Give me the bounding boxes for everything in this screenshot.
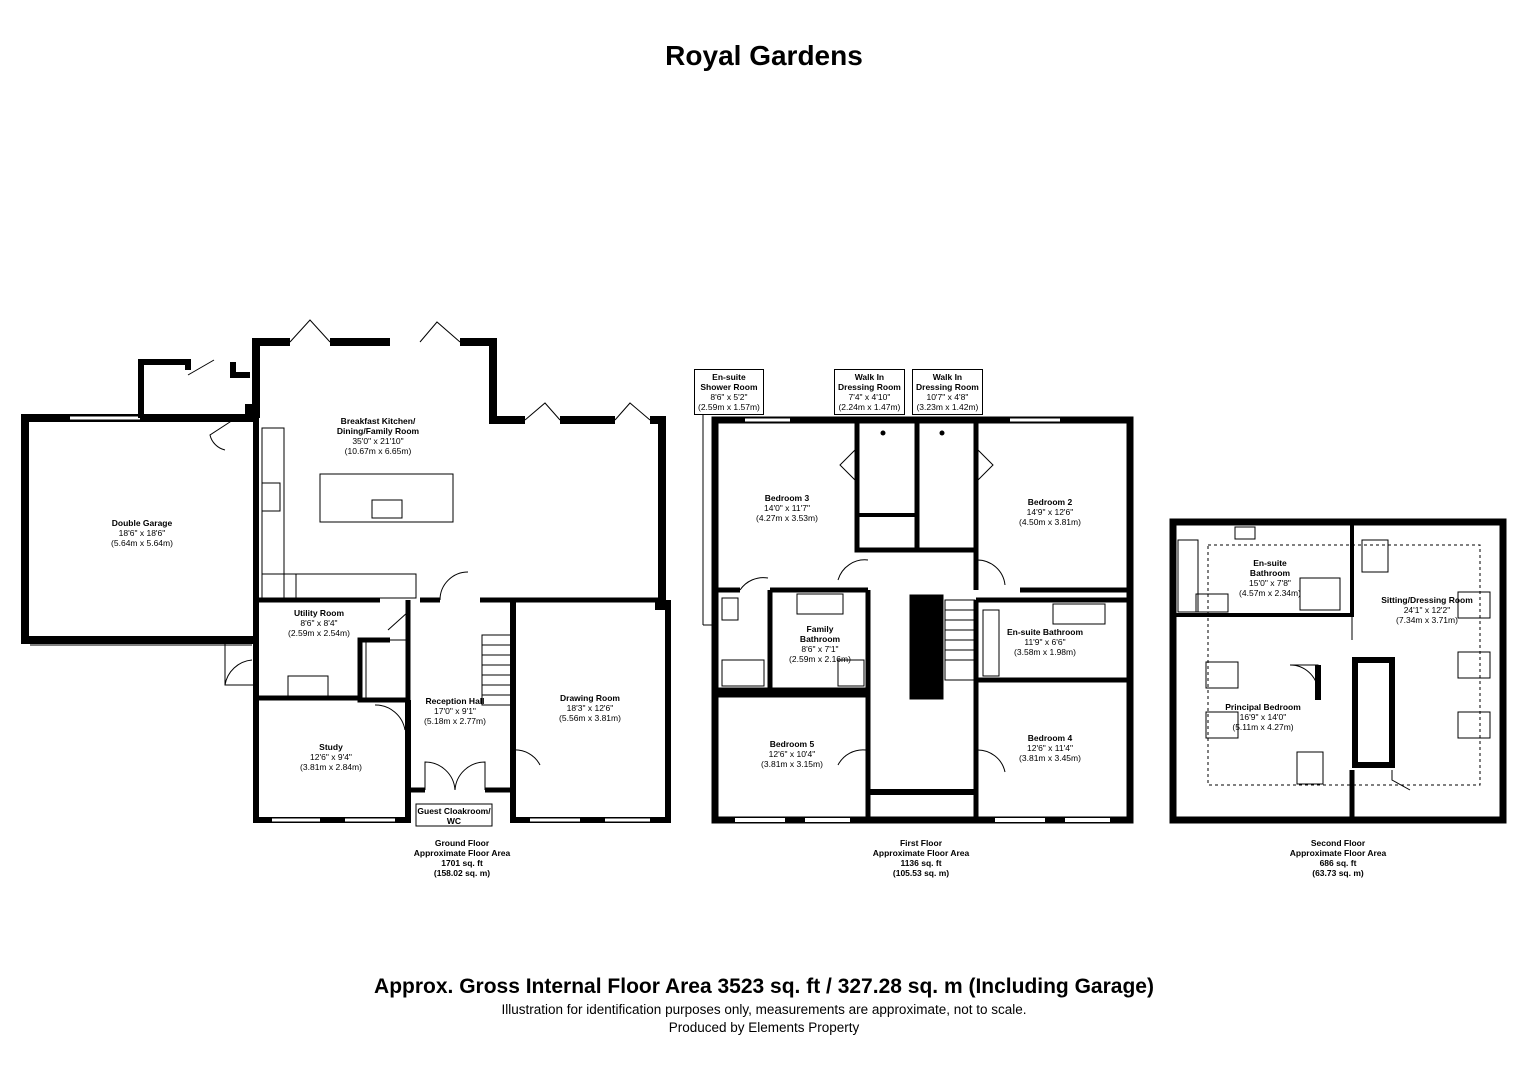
disclaimer-text: Illustration for identification purposes… — [501, 1002, 1027, 1017]
room-label-ensuite-bathroom: En-suite Bathroom 11'9" x 6'6"(3.58m x 1… — [1006, 627, 1084, 657]
producer-text: Produced by Elements Property — [668, 1020, 860, 1035]
room-label-sitting-dressing: Sitting/Dressing Room 24'1" x 12'2"(7.34… — [1381, 595, 1473, 625]
room-label-utility: Utility Room 8'6" x 8'4"(2.59m x 2.54m) — [288, 608, 350, 638]
room-label-bedroom-3: Bedroom 3 14'0" x 11'7"(4.27m x 3.53m) — [756, 493, 818, 523]
ground-floor-plan — [21, 319, 671, 827]
room-label-cloakroom: Guest Cloakroom/WC — [417, 806, 491, 826]
room-label-hall: Reception Hall 17'0" x 9'1"(5.18m x 2.77… — [424, 696, 486, 726]
room-label-garage: Double Garage 18'6" x 18'6"(5.64m x 5.64… — [111, 518, 173, 548]
page-title: Royal Gardens — [665, 40, 863, 71]
room-label-bedroom-4: Bedroom 4 12'6" x 11'4"(3.81m x 3.45m) — [1019, 733, 1081, 763]
room-label-bedroom-2: Bedroom 2 14'9" x 12'6"(4.50m x 3.81m) — [1019, 497, 1081, 527]
room-label-bedroom-5: Bedroom 5 12'6" x 10'4"(3.81m x 3.15m) — [761, 739, 823, 769]
first-floor-plan — [702, 410, 1134, 824]
room-label-study: Study 12'6" x 9'4"(3.81m x 2.84m) — [300, 742, 362, 772]
room-label-drawing: Drawing Room 18'3" x 12'6"(5.56m x 3.81m… — [559, 693, 621, 723]
room-label-principal-bedroom: Principal Bedroom 16'9" x 14'0"(5.11m x … — [1225, 702, 1301, 732]
gross-area-text: Approx. Gross Internal Floor Area 3523 s… — [374, 975, 1154, 998]
second-floor-plan — [1169, 518, 1507, 824]
room-label-kitchen: Breakfast Kitchen/Dining/Family Room 35'… — [336, 416, 420, 456]
